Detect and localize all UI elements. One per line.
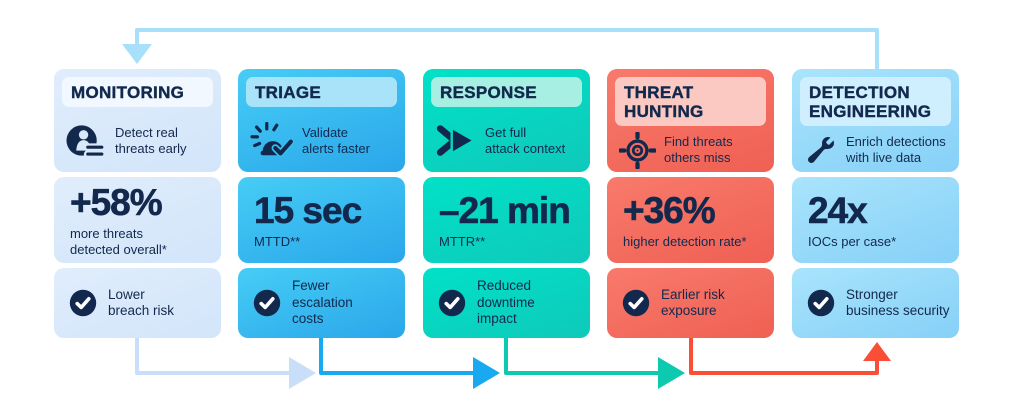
benefit-label: Fewer escalation costs xyxy=(292,278,353,327)
card-title-pill: MONITORING xyxy=(62,77,213,108)
card-stat-section: 24x IOCs per case* xyxy=(792,177,959,263)
stat-value: 15 sec xyxy=(254,189,363,231)
flow-arrowhead-threat-hunting-detection xyxy=(863,342,891,361)
flow-line-triage-response xyxy=(319,338,473,375)
alert-validated-icon xyxy=(250,121,294,160)
check-icon xyxy=(253,289,281,317)
card-header-section: RESPONSE Get full attack context xyxy=(423,69,590,172)
card-triage: TRIAGE Validate alerts faster 15 sec MTT… xyxy=(238,69,405,338)
card-stat-section: +58% more threats detected overall* xyxy=(54,177,221,263)
flow-line-monitoring-triage xyxy=(135,338,289,375)
card-monitoring: MONITORING Detect real threats early +58… xyxy=(54,69,221,338)
card-benefit-section: Reduced downtime impact xyxy=(423,268,590,338)
card-benefit-section: Earlier risk exposure xyxy=(607,268,774,338)
card-title-pill: TRIAGE xyxy=(246,77,397,108)
benefit-label: Earlier risk exposure xyxy=(661,286,725,318)
fast-forward-icon xyxy=(435,124,477,157)
card-tagline: Enrich detections with live data xyxy=(846,134,946,166)
card-tagline: Get full attack context xyxy=(485,124,566,156)
card-detection-engineering: DETECTION ENGINEERING Enrich detections … xyxy=(792,69,959,338)
check-icon xyxy=(622,289,650,317)
card-header-section: TRIAGE Validate alerts faster xyxy=(238,69,405,172)
check-icon xyxy=(69,289,97,317)
stat-value: 24x xyxy=(808,189,868,231)
card-stat-section: 15 sec MTTD** xyxy=(238,177,405,263)
stat-value: +36% xyxy=(623,189,716,231)
card-title-pill: THREAT HUNTING xyxy=(615,77,766,127)
stat-caption: higher detection rate* xyxy=(623,233,747,249)
card-header-section: THREAT HUNTING Find threats others miss xyxy=(607,69,774,172)
card-title-pill: RESPONSE xyxy=(431,77,582,108)
benefit-label: Reduced downtime impact xyxy=(477,278,535,327)
target-icon xyxy=(619,131,656,169)
card-tagline: Detect real threats early xyxy=(115,124,187,156)
stat-caption: MTTD** xyxy=(254,233,301,249)
stat-caption: MTTR** xyxy=(439,233,486,249)
benefit-label: Stronger business security xyxy=(846,286,950,318)
flow-arrowhead-response-threat-hunting xyxy=(658,357,685,389)
card-tagline: Find threats others miss xyxy=(664,134,733,166)
card-benefit-section: Stronger business security xyxy=(792,268,959,338)
card-header-section: MONITORING Detect real threats early xyxy=(54,69,221,172)
flow-arrowhead-loop-back xyxy=(122,44,152,64)
stat-caption: IOCs per case* xyxy=(808,233,897,249)
card-response: RESPONSE Get full attack context –21 min… xyxy=(423,69,590,338)
check-icon xyxy=(807,289,835,317)
wrench-icon xyxy=(804,134,838,166)
card-stat-section: +36% higher detection rate* xyxy=(607,177,774,263)
stat-value: –21 min xyxy=(439,189,571,231)
card-tagline: Validate alerts faster xyxy=(302,124,370,156)
stat-value: +58% xyxy=(70,181,163,223)
card-threat-hunting: THREAT HUNTING Find threats others miss … xyxy=(607,69,774,338)
card-title-pill: DETECTION ENGINEERING xyxy=(800,77,951,127)
stat-caption: more threats detected overall* xyxy=(70,225,167,257)
card-benefit-section: Fewer escalation costs xyxy=(238,268,405,338)
flow-line-threat-hunting-detection xyxy=(689,338,879,375)
user-detection-icon xyxy=(66,123,107,159)
check-icon xyxy=(438,289,466,317)
card-header-section: DETECTION ENGINEERING Enrich detections … xyxy=(792,69,959,172)
card-benefit-section: Lower breach risk xyxy=(54,268,221,338)
flow-arrowhead-triage-response xyxy=(473,357,500,389)
flow-line-response-threat-hunting xyxy=(504,338,658,375)
benefit-label: Lower breach risk xyxy=(108,286,175,318)
card-stat-section: –21 min MTTR** xyxy=(423,177,590,263)
flow-arrowhead-monitoring-triage xyxy=(289,357,316,389)
flow-line-loop-back xyxy=(135,28,879,69)
